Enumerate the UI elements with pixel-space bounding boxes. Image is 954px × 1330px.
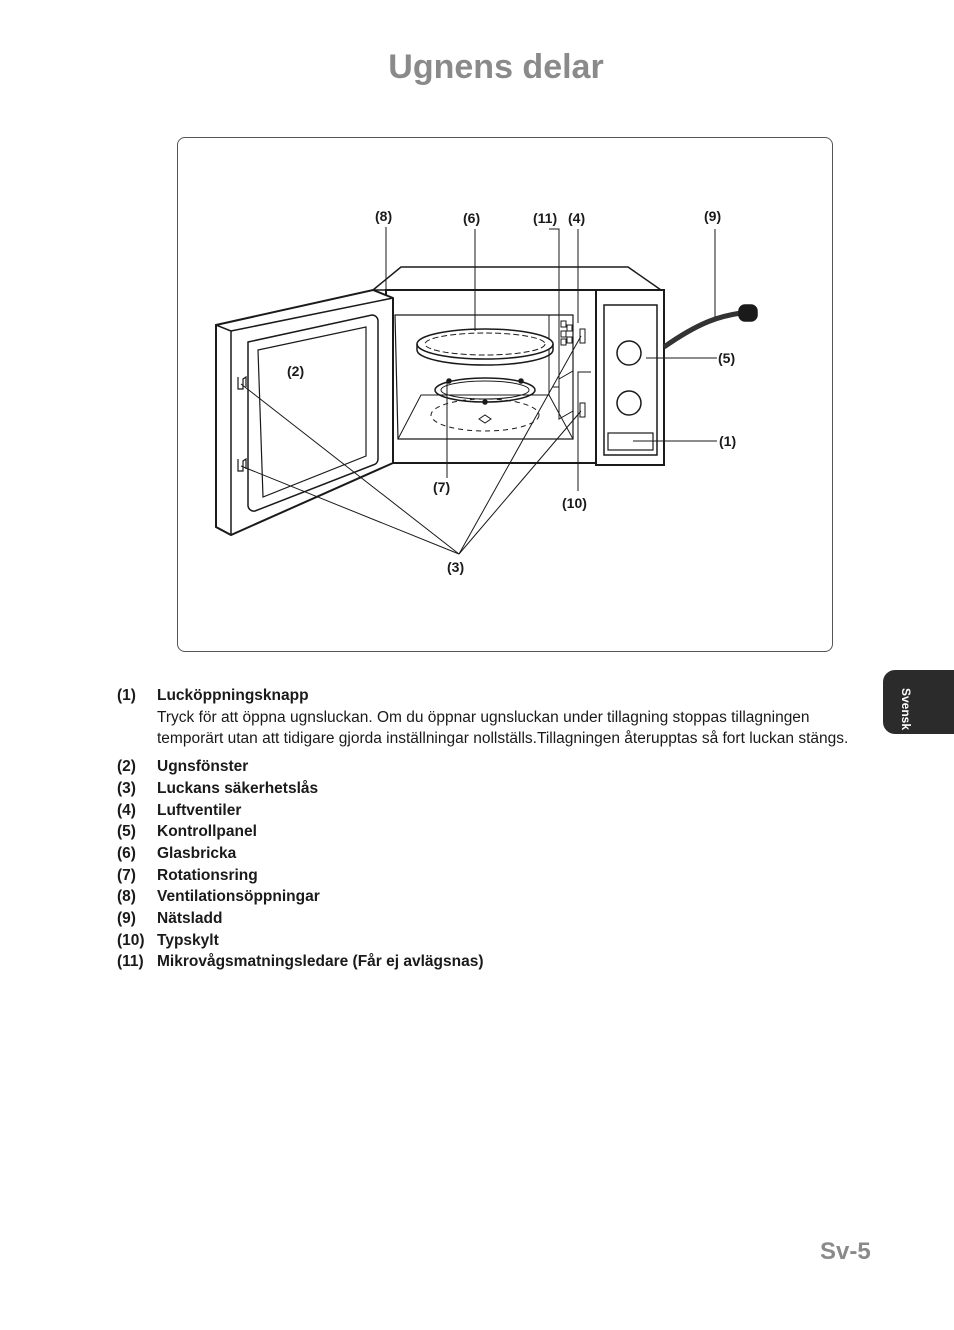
legend-item: (10) Typskylt bbox=[117, 930, 867, 952]
language-tab: Svensk bbox=[883, 670, 954, 734]
legend-item: (8) Ventilationsöppningar bbox=[117, 886, 867, 908]
legend-item: (9) Nätsladd bbox=[117, 908, 867, 930]
legend-name: Glasbricka bbox=[157, 844, 237, 862]
legend-item: (11) Mikrovågsmatningsledare (Får ej avl… bbox=[117, 951, 867, 973]
legend-item: (6) Glasbricka bbox=[117, 843, 867, 865]
callout-3: (3) bbox=[447, 559, 464, 575]
callout-7: (7) bbox=[433, 479, 450, 495]
language-tab-label: Svensk bbox=[899, 688, 913, 731]
legend-number: (2) bbox=[117, 758, 136, 776]
callout-11: (11) bbox=[533, 210, 557, 226]
legend-number: (5) bbox=[117, 823, 136, 841]
callout-6: (6) bbox=[463, 210, 480, 226]
legend-name: Luckans säkerhetslås bbox=[157, 779, 319, 797]
legend-number: (9) bbox=[117, 910, 136, 928]
legend-name: Kontrollpanel bbox=[157, 823, 257, 841]
legend-name: Rotationsring bbox=[157, 866, 258, 884]
page-number: Sv-5 bbox=[820, 1238, 871, 1265]
legend-name: Luftventiler bbox=[157, 801, 242, 819]
callout-1: (1) bbox=[719, 433, 736, 449]
microwave-diagram: (8) (6) (11) (4) (9) (2) (5) (1) (7) (10… bbox=[177, 137, 833, 652]
callout-4: (4) bbox=[568, 210, 585, 226]
legend-number: (6) bbox=[117, 844, 136, 862]
legend-item: (5) Kontrollpanel bbox=[117, 821, 867, 843]
legend-item: (4) Luftventiler bbox=[117, 800, 867, 822]
legend-number: (4) bbox=[117, 801, 136, 819]
legend-name: Nätsladd bbox=[157, 910, 223, 928]
legend-name: Typskylt bbox=[157, 931, 219, 949]
legend-item: (2) Ugnsfönster bbox=[117, 756, 867, 778]
legend-item: (1) Lucköppningsknapp bbox=[117, 685, 867, 707]
legend-description: Tryck för att öppna ugnsluckan. Om du öp… bbox=[157, 708, 849, 748]
legend-name: Mikrovågsmatningsledare (Får ej avlägsna… bbox=[157, 953, 484, 971]
page-title: Ugnens delar bbox=[388, 48, 604, 86]
legend-number: (10) bbox=[117, 931, 145, 949]
legend-name: Lucköppningsknapp bbox=[157, 687, 309, 704]
parts-legend: (1) Lucköppningsknapp Tryck för att öppn… bbox=[117, 685, 867, 973]
legend-number: (7) bbox=[117, 866, 136, 884]
legend-name: Ugnsfönster bbox=[157, 758, 249, 776]
callout-9: (9) bbox=[704, 208, 721, 224]
legend-number: (11) bbox=[117, 953, 144, 971]
callout-2: (2) bbox=[287, 363, 304, 379]
callout-10: (10) bbox=[562, 495, 587, 511]
callout-5: (5) bbox=[718, 350, 735, 366]
legend-item: (7) Rotationsring bbox=[117, 865, 867, 887]
callout-8: (8) bbox=[375, 208, 392, 224]
legend-item: (3) Luckans säkerhetslås bbox=[117, 778, 867, 800]
legend-number: (8) bbox=[117, 888, 136, 906]
legend-number: (1) bbox=[117, 687, 136, 704]
microwave-illustration: (8) (6) (11) (4) (9) (2) (5) (1) (7) (10… bbox=[215, 208, 758, 575]
legend-number: (3) bbox=[117, 779, 136, 797]
legend-name: Ventilationsöppningar bbox=[157, 888, 320, 906]
